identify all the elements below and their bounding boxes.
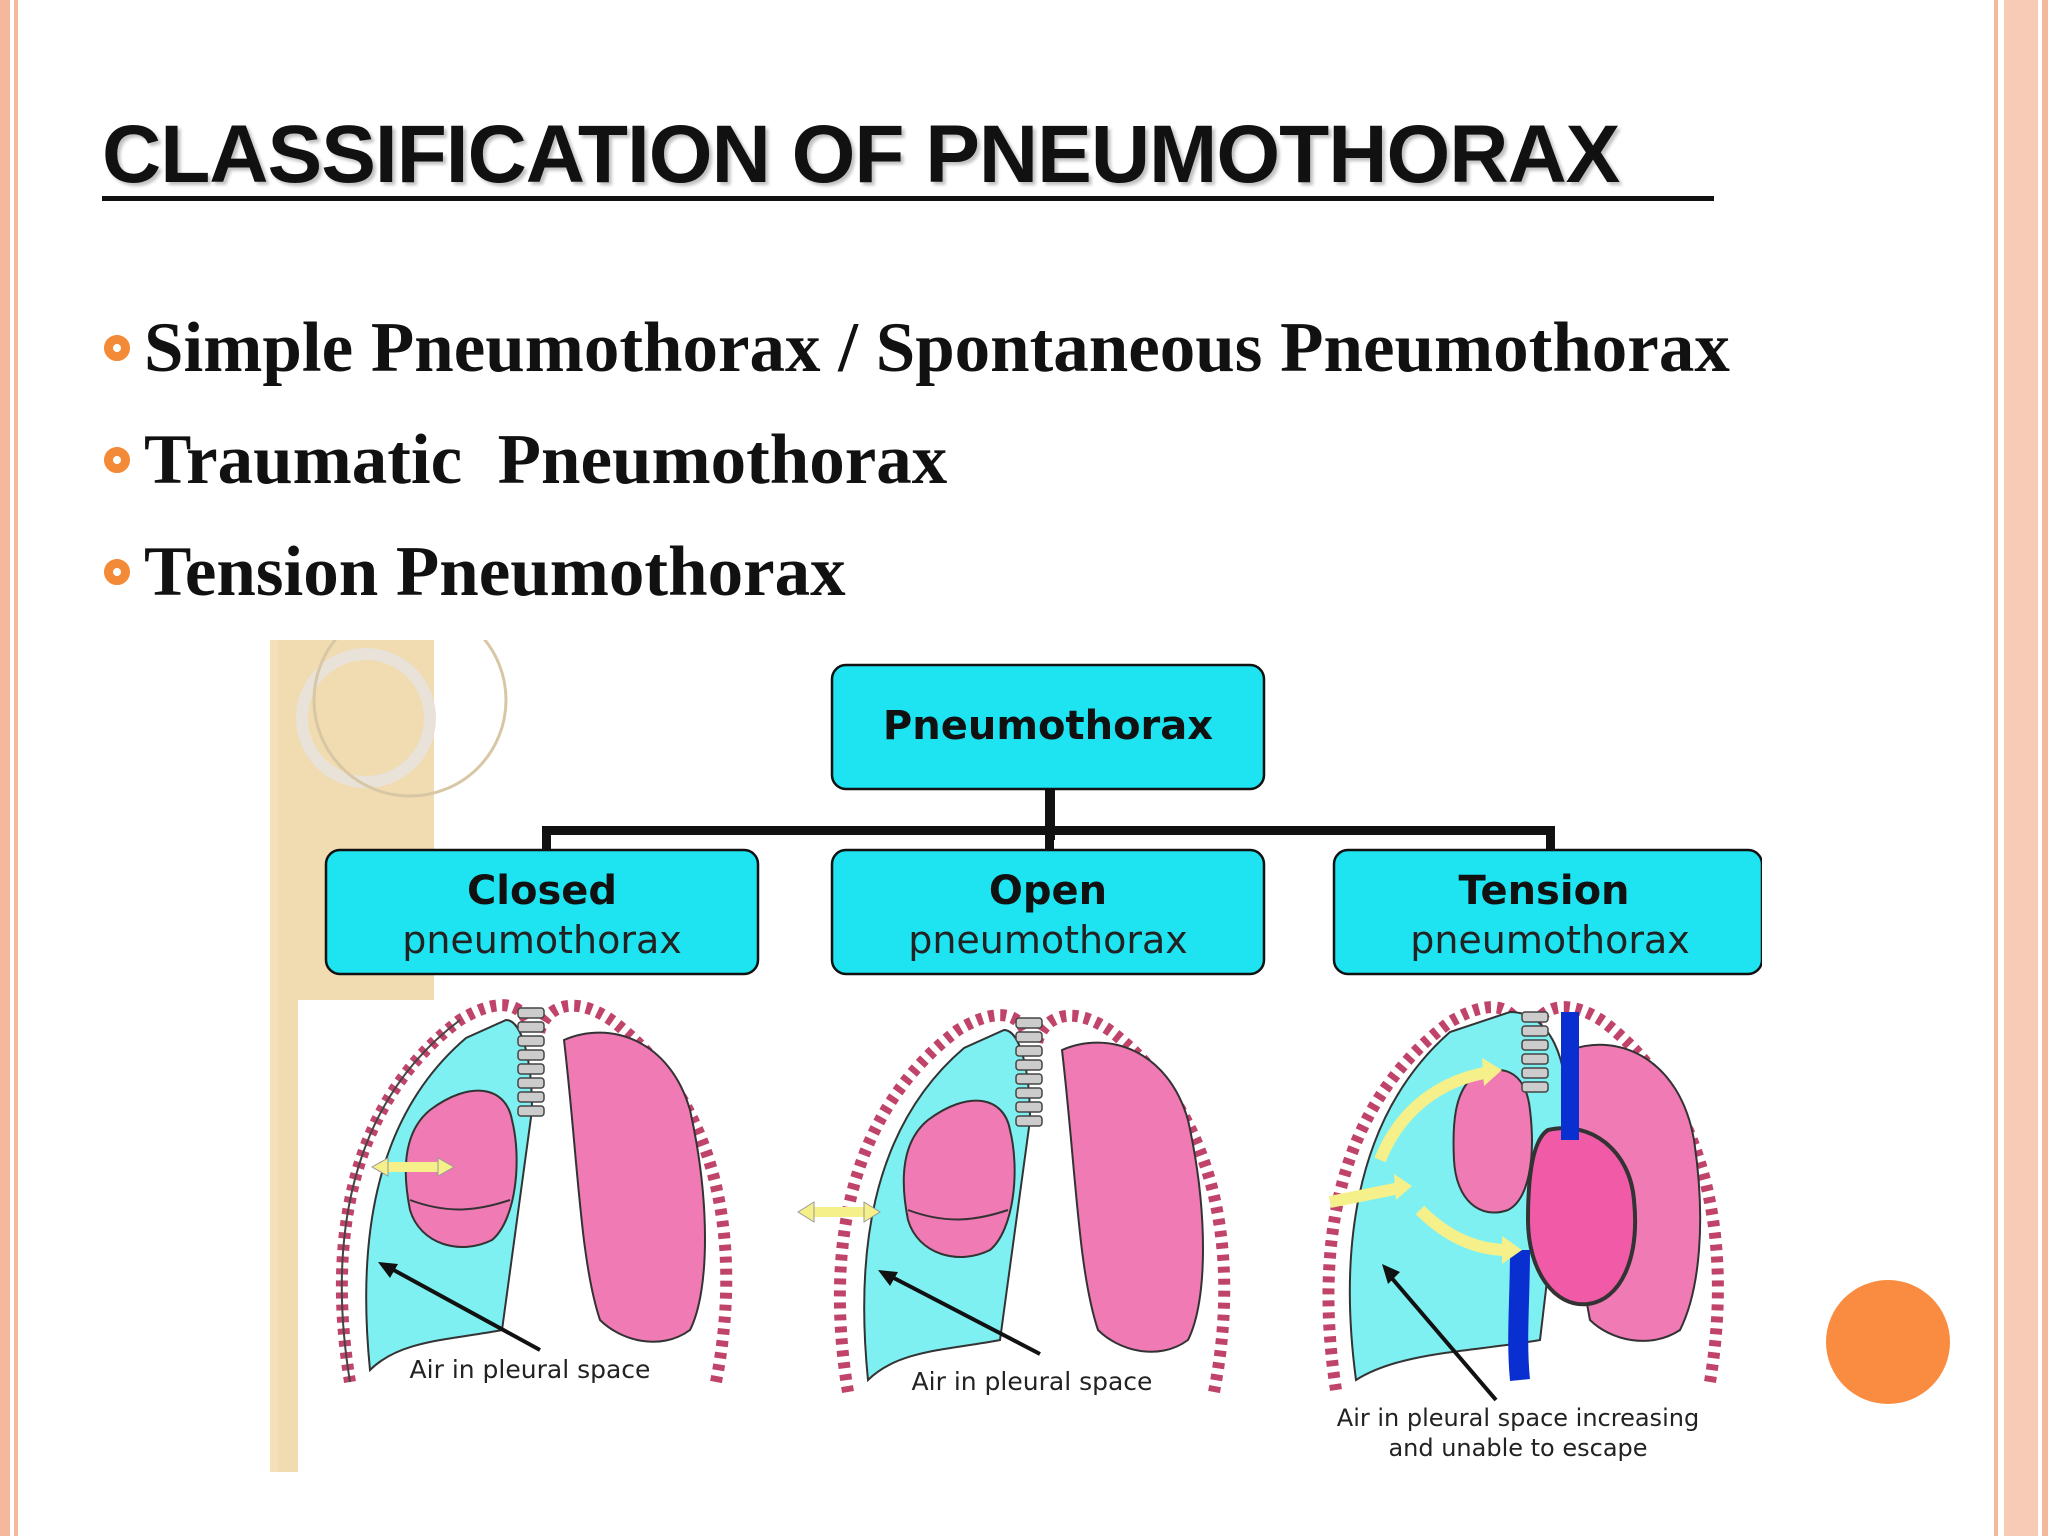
right-border: [2004, 0, 2038, 1536]
left-border-line: [14, 0, 18, 1536]
bullet-item: Simple Pneumothorax / Spontaneous Pneumo…: [104, 292, 1730, 404]
right-border-edge: [2042, 0, 2048, 1536]
slide-title: CLASSIFICATION OF PNEUMOTHORAX: [102, 109, 1620, 200]
bullet-text: Tension Pneumothorax: [144, 532, 846, 611]
tension-box: Tension pneumothorax: [1332, 848, 1762, 976]
box-title: Closed: [467, 868, 617, 914]
bullet-list: Simple Pneumothorax / Spontaneous Pneumo…: [104, 292, 1730, 628]
connector: [1546, 826, 1555, 862]
ring-bullet-icon: [104, 335, 130, 361]
root-box: Pneumothorax: [830, 663, 1266, 791]
bullet-text: Simple Pneumothorax / Spontaneous Pneumo…: [144, 308, 1730, 387]
open-lung-illustration: Air in pleural space: [797, 1009, 1231, 1396]
bullet-text: Traumatic Pneumothorax: [144, 420, 948, 499]
open-box: Open pneumothorax: [830, 848, 1266, 976]
caption: and unable to escape: [1388, 1434, 1647, 1462]
box-title: Open: [989, 868, 1107, 914]
connector: [1045, 785, 1055, 840]
ring-bullet-icon: [104, 447, 130, 473]
box-subtitle: pneumothorax: [402, 918, 682, 962]
orange-circle-decoration: [1826, 1280, 1950, 1404]
caption: Air in pleural space: [912, 1367, 1153, 1396]
root-label: Pneumothorax: [883, 703, 1213, 749]
tension-lung-illustration: Air in pleural space increasing and unab…: [1322, 1001, 1724, 1462]
right-border-line: [1994, 0, 1998, 1536]
connector: [1045, 826, 1054, 862]
closed-box: Closed pneumothorax: [324, 848, 760, 976]
box-subtitle: pneumothorax: [908, 918, 1188, 962]
title-underline: [102, 196, 1714, 201]
bullet-item: Tension Pneumothorax: [104, 516, 1730, 628]
caption: Air in pleural space increasing: [1337, 1404, 1699, 1432]
box-subtitle: pneumothorax: [1410, 918, 1690, 962]
connector: [542, 826, 551, 862]
pneumothorax-diagram: Pneumothorax Closed pneumothorax Open pn…: [270, 640, 1762, 1472]
caption: Air in pleural space: [410, 1355, 651, 1384]
decorative-ring: [312, 640, 508, 798]
closed-lung-illustration: Air in pleural space: [335, 999, 733, 1384]
ring-bullet-icon: [104, 559, 130, 585]
decorative-ring: [296, 648, 436, 788]
bullet-item: Traumatic Pneumothorax: [104, 404, 1730, 516]
left-border: [0, 0, 10, 1536]
box-title: Tension: [1458, 868, 1629, 914]
